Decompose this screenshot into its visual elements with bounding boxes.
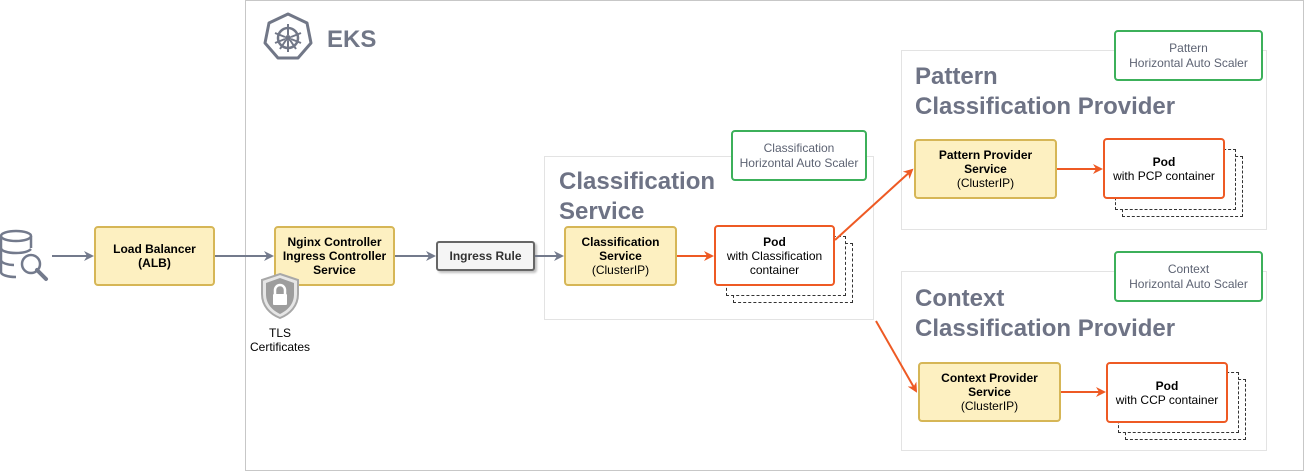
context-hpa-line1: Context xyxy=(1167,261,1210,276)
context-service-line3: (ClusterIP) xyxy=(960,399,1019,413)
pattern-hpa[interactable]: Pattern Horizontal Auto Scaler xyxy=(1114,30,1263,81)
load-balancer-title: Load Balancer xyxy=(113,242,196,256)
ingress-rule[interactable]: Ingress Rule xyxy=(436,241,535,271)
load-balancer-alb[interactable]: Load Balancer (ALB) xyxy=(94,226,215,286)
classification-service-line1: Classification xyxy=(581,235,660,249)
classification-pod[interactable]: Pod with Classification container xyxy=(714,225,835,286)
classification-service-line3: (ClusterIP) xyxy=(591,263,650,277)
pattern-group-title-line1: Pattern xyxy=(915,63,998,90)
classification-group-title-line1: Classification xyxy=(559,168,716,195)
classification-group-title-line2: Service xyxy=(559,198,645,225)
classification-pod-line2: with Classification xyxy=(726,248,823,263)
classification-service[interactable]: Classification Service (ClusterIP) xyxy=(564,226,677,286)
classification-pod-line3: container xyxy=(749,262,800,277)
context-pod[interactable]: Pod with CCP container xyxy=(1106,362,1228,423)
context-hpa[interactable]: Context Horizontal Auto Scaler xyxy=(1114,251,1263,302)
database-search-icon[interactable] xyxy=(0,228,50,284)
classification-group-title: Classification Service xyxy=(559,167,715,227)
classification-hpa-line2: Horizontal Auto Scaler xyxy=(739,155,859,170)
pattern-hpa-line1: Pattern xyxy=(1169,40,1208,55)
context-group-title: Context Classification Provider xyxy=(915,284,1175,344)
classification-hpa-line1: Classification xyxy=(763,140,835,155)
ingress-rule-label: Ingress Rule xyxy=(449,249,522,263)
pattern-service-line1: Pattern Provider xyxy=(938,148,1033,162)
context-provider-service[interactable]: Context Provider Service (ClusterIP) xyxy=(918,362,1061,422)
kubernetes-icon xyxy=(263,12,313,60)
nginx-line1: Nginx Controller xyxy=(287,235,382,249)
nginx-line2: Ingress Controller xyxy=(282,249,387,263)
eks-label: EKS xyxy=(327,26,377,53)
context-group-title-line1: Context xyxy=(915,285,1005,312)
context-service-line1: Context Provider xyxy=(941,371,1038,385)
pattern-pod-line2: with PCP container xyxy=(1113,168,1215,183)
pattern-service-line3: (ClusterIP) xyxy=(956,176,1015,190)
nginx-ingress-controller-service[interactable]: Nginx Controller Ingress Controller Serv… xyxy=(274,226,395,286)
context-pod-line2: with CCP container xyxy=(1115,392,1219,407)
tls-certificates-label: TLS Certificates xyxy=(240,326,320,354)
tls-line2: Certificates xyxy=(249,340,311,354)
pattern-hpa-line2: Horizontal Auto Scaler xyxy=(1129,55,1248,70)
classification-pod-title: Pod xyxy=(763,234,786,249)
context-pod-title: Pod xyxy=(1155,378,1179,393)
classification-service-line2: Service xyxy=(599,249,642,263)
context-hpa-line2: Horizontal Auto Scaler xyxy=(1129,276,1248,291)
context-service-line2: Service xyxy=(968,385,1011,399)
context-group-title-line2: Classification Provider xyxy=(915,315,1176,342)
pattern-pod-title: Pod xyxy=(1152,154,1176,169)
pattern-group-title-line2: Classification Provider xyxy=(915,93,1176,120)
load-balancer-subtitle: (ALB) xyxy=(138,256,171,270)
pattern-service-line2: Service xyxy=(964,162,1007,176)
pattern-group-title: Pattern Classification Provider xyxy=(915,62,1175,122)
pattern-provider-service[interactable]: Pattern Provider Service (ClusterIP) xyxy=(914,139,1057,199)
nginx-line3: Service xyxy=(313,263,356,277)
classification-hpa[interactable]: Classification Horizontal Auto Scaler xyxy=(731,130,867,181)
tls-line1: TLS xyxy=(268,326,291,340)
shield-lock-icon xyxy=(258,272,302,320)
pattern-pod[interactable]: Pod with PCP container xyxy=(1103,138,1225,199)
